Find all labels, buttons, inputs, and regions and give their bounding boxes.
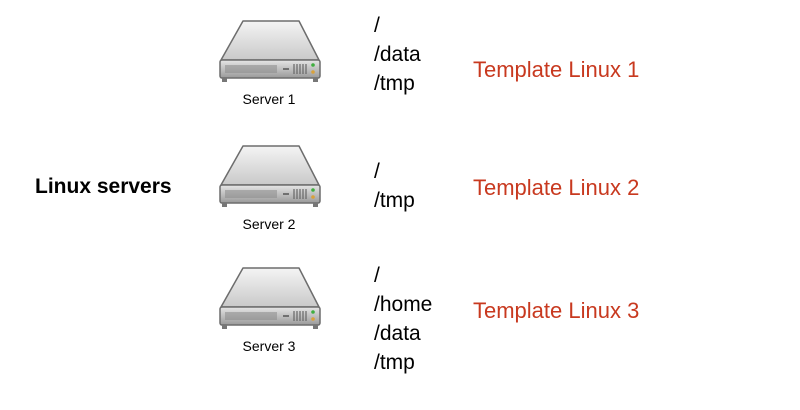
template-label: Template Linux 1 bbox=[473, 57, 640, 82]
mount-list: / /tmp bbox=[374, 157, 415, 215]
template-label: Template Linux 3 bbox=[473, 298, 640, 323]
mount-path: /data bbox=[374, 322, 421, 345]
mount-path: /tmp bbox=[374, 351, 415, 374]
mount-path: /home bbox=[374, 293, 433, 316]
server-icon bbox=[219, 20, 321, 82]
server-1: Server 1 bbox=[213, 18, 325, 108]
group-label: Linux servers bbox=[35, 175, 172, 198]
server-name: Server 2 bbox=[242, 216, 296, 232]
server-name: Server 3 bbox=[242, 338, 296, 354]
server-icon bbox=[219, 145, 321, 207]
server-2: Server 2 bbox=[213, 143, 325, 233]
mount-path: / bbox=[374, 264, 380, 287]
mount-path: /tmp bbox=[374, 189, 415, 212]
mount-list: / /home /data /tmp bbox=[374, 261, 432, 377]
server-3: Server 3 bbox=[213, 265, 325, 355]
server-name: Server 1 bbox=[242, 91, 296, 107]
mount-list: / /data /tmp bbox=[374, 11, 421, 98]
mount-path: / bbox=[374, 14, 380, 37]
server-icon bbox=[219, 267, 321, 329]
mount-path: /tmp bbox=[374, 72, 415, 95]
mount-path: / bbox=[374, 160, 380, 183]
template-label: Template Linux 2 bbox=[473, 175, 640, 200]
mount-path: /data bbox=[374, 43, 421, 66]
